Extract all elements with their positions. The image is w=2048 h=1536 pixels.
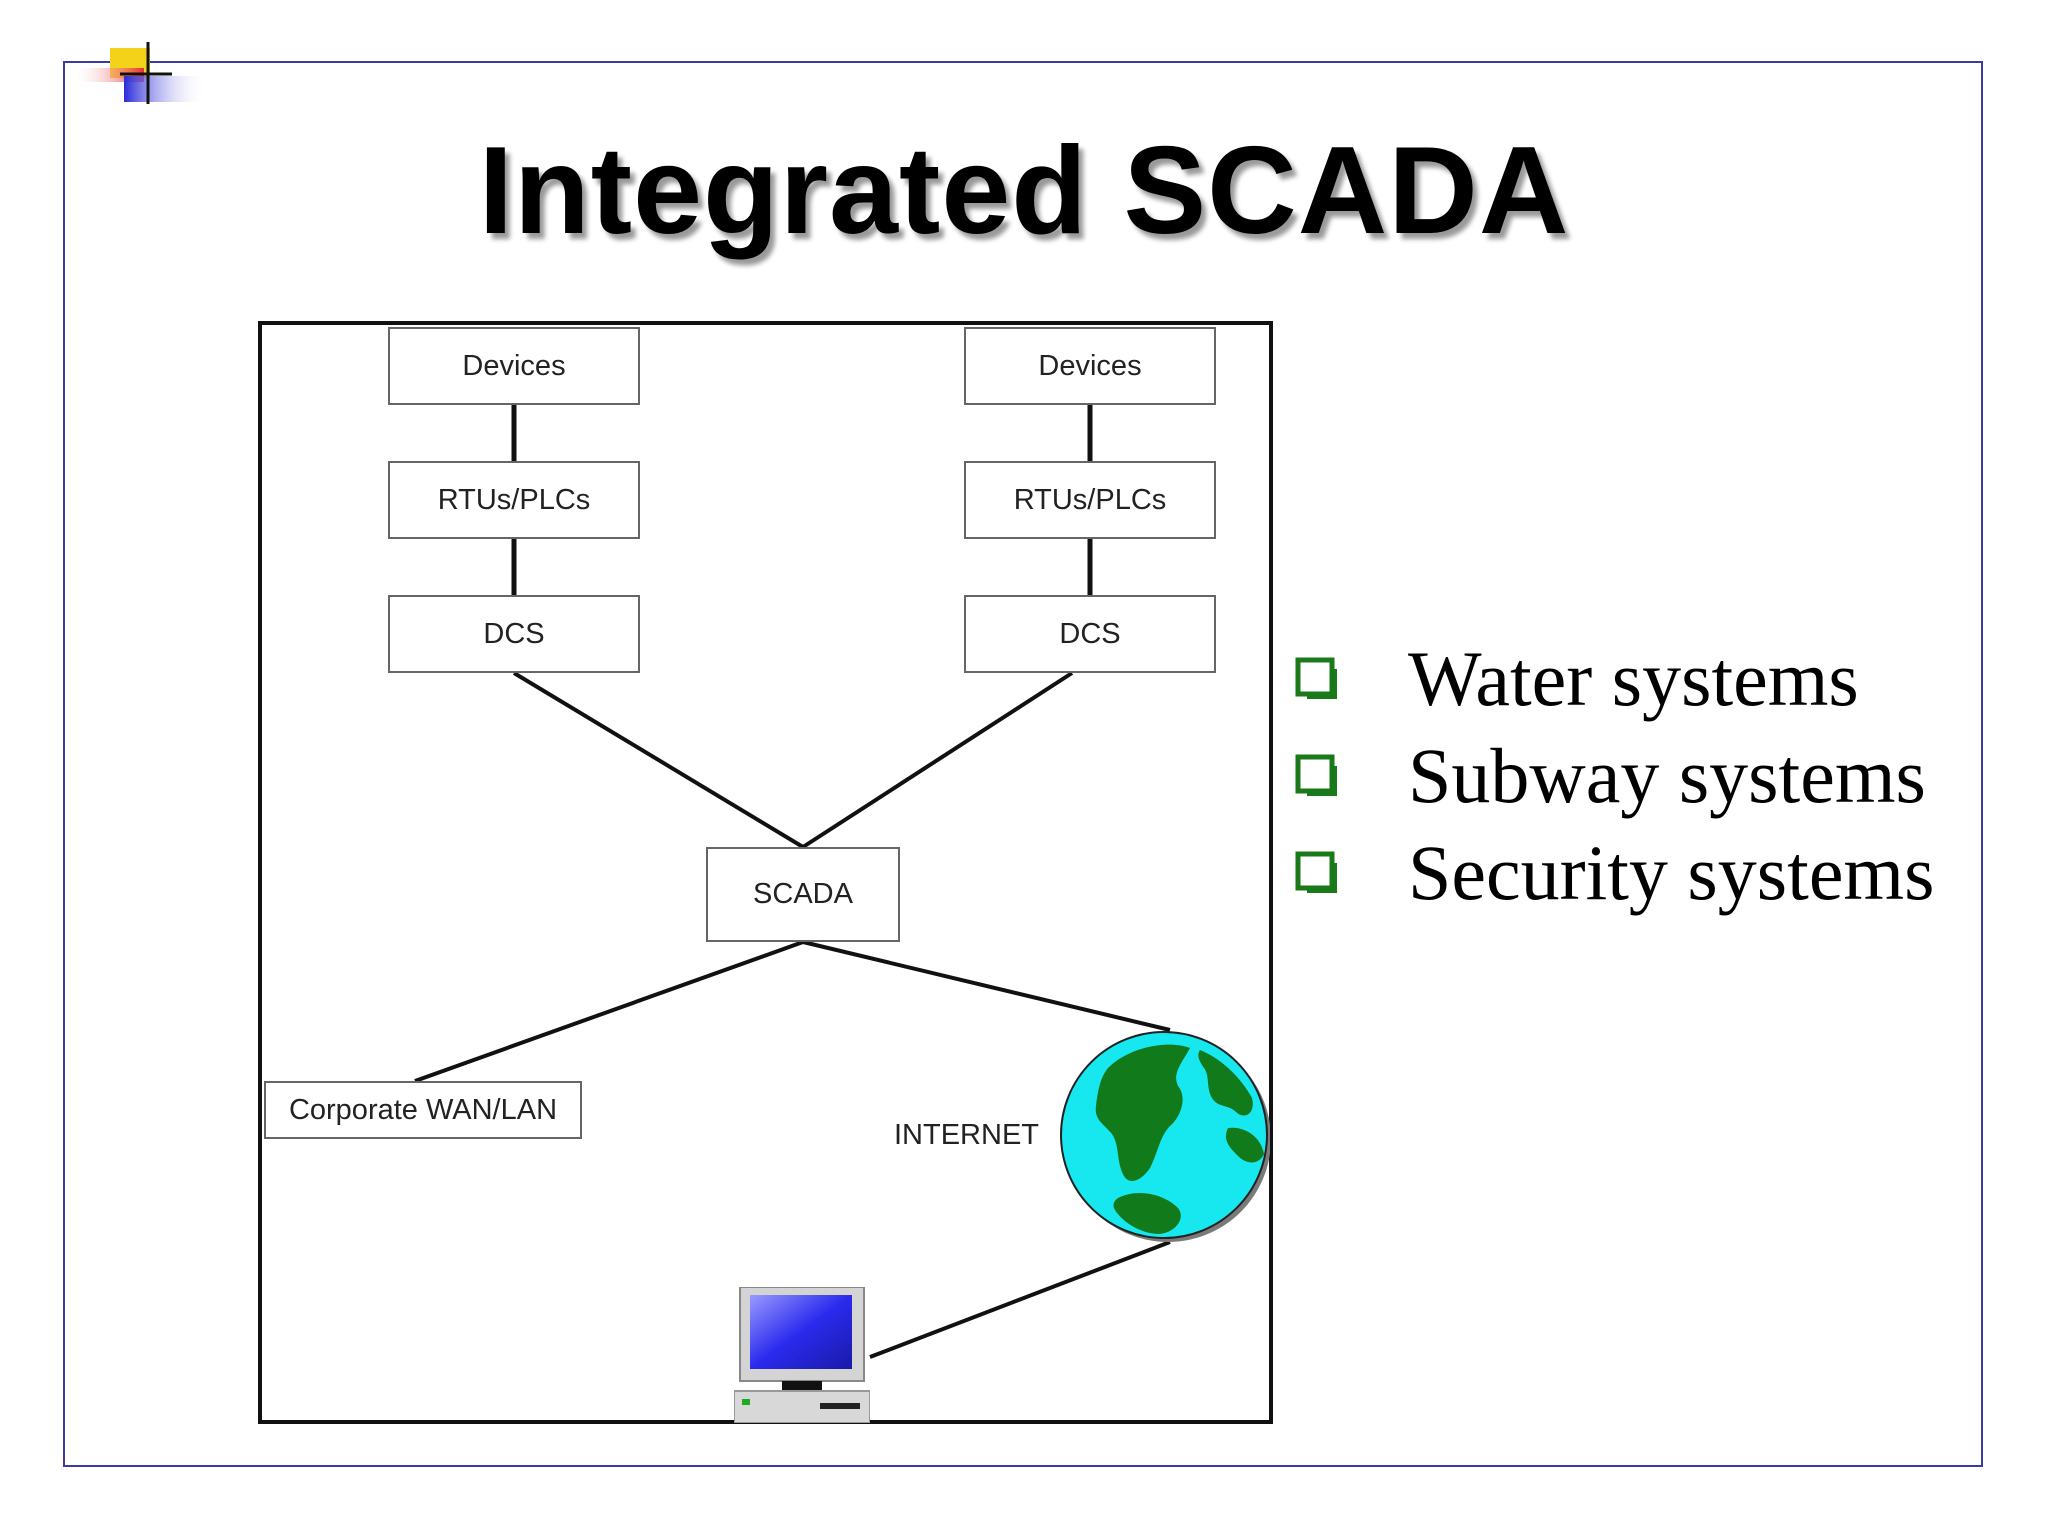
- checkbox-icon: [1295, 851, 1337, 893]
- checkbox-icon: [1295, 657, 1337, 699]
- slide-corner-logo: [72, 42, 206, 104]
- bullet-text: Security systems: [1408, 828, 1935, 916]
- rtu-plc-left-box: RTUs/PLCs: [388, 461, 640, 539]
- devices-right-box: Devices: [964, 327, 1216, 405]
- rtu-plc-right-box: RTUs/PLCs: [964, 461, 1216, 539]
- corporate-wan-lan-box: Corporate WAN/LAN: [264, 1081, 582, 1139]
- bullet-item: Security systems: [1295, 824, 1934, 921]
- computer-icon: [734, 1287, 870, 1423]
- connection-lines: [414, 405, 1171, 1359]
- dcs-left-box: DCS: [388, 595, 640, 673]
- slide-title: Integrated SCADA: [478, 122, 1570, 260]
- bullet-item: Subway systems: [1295, 727, 1934, 824]
- dcs-right-box: DCS: [964, 595, 1216, 673]
- globe-icon: [1060, 1031, 1270, 1242]
- internet-label: INTERNET: [894, 1119, 1039, 1151]
- diagram-panel: Devices Devices RTUs/PLCs RTUs/PLCs DCS …: [258, 321, 1273, 1424]
- bullet-list: Water systems Subway systems Security sy…: [1295, 630, 1934, 921]
- slide-frame: [63, 61, 1983, 1467]
- devices-left-box: Devices: [388, 327, 640, 405]
- bullet-item: Water systems: [1295, 630, 1934, 727]
- scada-box: SCADA: [706, 847, 900, 942]
- bullet-text: Subway systems: [1408, 731, 1926, 819]
- bullet-text: Water systems: [1408, 634, 1859, 722]
- checkbox-icon: [1295, 754, 1337, 796]
